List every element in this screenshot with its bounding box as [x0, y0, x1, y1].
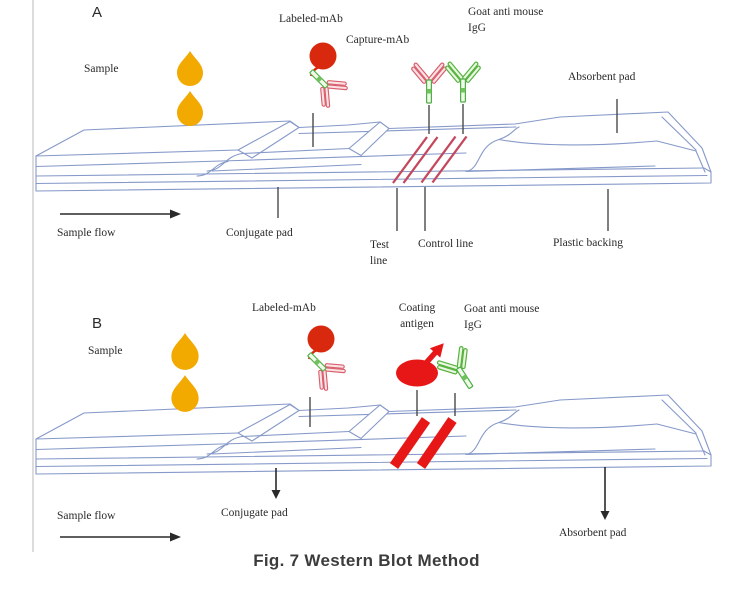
sample-flow-label-b: Sample flow: [57, 510, 116, 522]
sample-droplet-icon-b2: [171, 375, 199, 412]
control-line-label: Control line: [418, 238, 474, 250]
sample-label-a: Sample: [84, 63, 119, 75]
capture-mab-antibody-icon: [409, 61, 449, 104]
sample-droplet-icon-b1: [171, 333, 199, 370]
red-band-2: [416, 417, 457, 469]
sample-flow-label-a: Sample flow: [57, 227, 116, 239]
labeled-mab-icon-b: [297, 326, 350, 395]
labeled-mab-icon-a: [299, 43, 352, 112]
red-band-1: [389, 417, 431, 469]
coating-antigen-label-line1: Coating: [398, 302, 436, 314]
test-band-marks: [389, 417, 457, 469]
conjugate-pad-label-a: Conjugate pad: [226, 227, 293, 239]
sample-flow-arrow-a: [60, 209, 181, 219]
test-strip-b: [35, 394, 712, 475]
panel-a-letter: A: [92, 4, 103, 21]
test-control-line-marks: [392, 135, 468, 184]
test-strip-a: [35, 111, 712, 192]
test-line-label: Test line: [370, 237, 389, 269]
sample-label-b: Sample: [88, 345, 123, 357]
goat-igg-antibody-icon-a: [443, 60, 483, 103]
figure-caption: Fig. 7 Western Blot Method: [253, 551, 480, 570]
coating-antigen-label: Coating antigen: [383, 300, 451, 332]
panel-b-artwork: [35, 326, 712, 542]
labeled-mab-label-a: Labeled-mAb: [279, 13, 343, 25]
absorbent-pad-label-a: Absorbent pad: [568, 71, 636, 83]
panel-b-letter: B: [92, 315, 103, 332]
control-line-mark-1: [420, 135, 457, 184]
sample-droplet-icon-a2: [177, 91, 203, 126]
pointer-lines-b: [309, 390, 456, 427]
labeled-mab-label-b: Labeled-mAb: [252, 302, 316, 314]
test-line-label-line2: line: [370, 255, 388, 267]
plastic-backing-label: Plastic backing: [553, 237, 623, 249]
conjugate-pad-label-b: Conjugate pad: [221, 507, 288, 519]
coating-antigen-icon: [396, 343, 444, 387]
goat-label-a-line2: IgG: [468, 22, 486, 34]
left-border-rule: [32, 0, 34, 552]
coating-antigen-label-line2: antigen: [400, 318, 434, 330]
conjugate-pad-arrow-b: [271, 468, 281, 499]
absorbent-pad-arrow-b: [600, 467, 610, 520]
sample-flow-arrow-b: [60, 532, 181, 542]
test-line-mark-2: [402, 136, 439, 184]
pointer-lines-a: [277, 99, 618, 231]
capture-mab-label: Capture-mAb: [346, 34, 410, 46]
goat-label-b-line1: Goat anti mouse: [464, 303, 540, 315]
goat-anti-mouse-igg-label-a: Goat anti mouse IgG: [468, 4, 543, 36]
absorbent-pad-label-b: Absorbent pad: [559, 527, 627, 539]
panel-a-artwork: [35, 43, 712, 231]
goat-anti-mouse-igg-label-b: Goat anti mouse IgG: [464, 301, 539, 333]
test-line-label-line1: Test: [370, 239, 389, 251]
sample-droplet-icon-a1: [177, 51, 203, 86]
test-line-mark-1: [392, 136, 428, 184]
control-line-mark-2: [431, 135, 468, 184]
goat-label-a-line1: Goat anti mouse: [468, 6, 544, 18]
goat-label-b-line2: IgG: [464, 319, 482, 331]
